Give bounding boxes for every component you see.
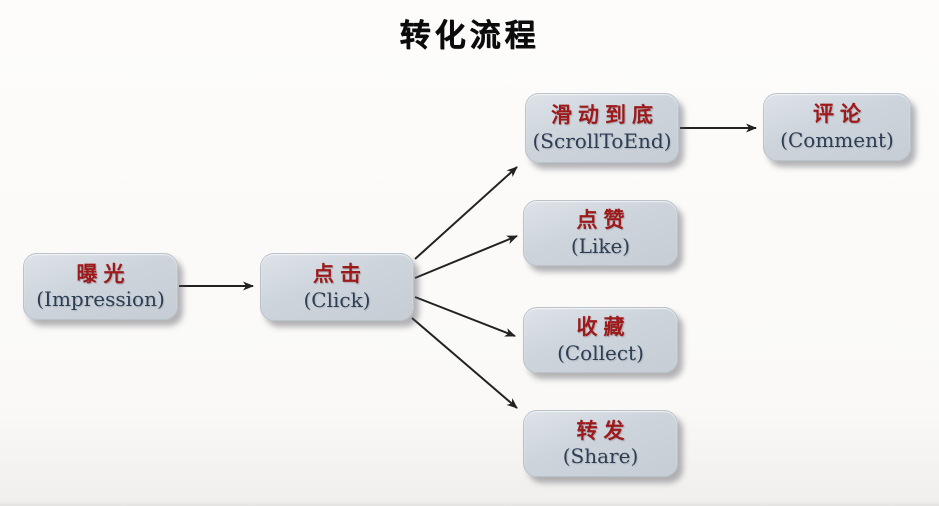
node-collect-label-en: (Collect): [557, 340, 644, 365]
node-collect-label-zh: 收藏: [576, 314, 631, 340]
node-click-label-zh: 点击: [313, 261, 367, 287]
node-impression: 曝光 (Impression): [23, 253, 178, 320]
node-share: 转发 (Share): [523, 410, 678, 477]
node-like-label-en: (Like): [570, 233, 631, 258]
node-impression-label-zh: 曝光: [76, 260, 131, 286]
node-click-label-en: (Click): [303, 287, 371, 312]
node-scroll-to-end-label-zh: 滑动到底: [551, 102, 659, 128]
node-like: 点赞 (Like): [523, 200, 678, 266]
node-click: 点击 (Click): [260, 253, 414, 321]
node-share-label-en: (Share): [562, 444, 639, 469]
arrow-click-to-scrolltoend: [414, 166, 518, 260]
node-scroll-to-end: 滑动到底 (ScrollToEnd): [525, 93, 679, 163]
node-comment-label-en: (Comment): [780, 127, 894, 152]
node-collect: 收藏 (Collect): [523, 307, 678, 373]
node-impression-label-en: (Impression): [36, 287, 165, 312]
node-share-label-zh: 转发: [576, 417, 631, 443]
arrow-click-to-like: [414, 235, 518, 279]
node-scroll-to-end-label-en: (ScrollToEnd): [532, 128, 672, 153]
diagram-title: 转化流程: [399, 18, 540, 54]
arrow-click-to-collect: [414, 296, 516, 337]
node-comment: 评论 (Comment): [763, 93, 911, 161]
node-like-label-zh: 点赞: [576, 207, 631, 233]
arrow-click-to-share: [411, 317, 518, 409]
node-comment-label-zh: 评论: [813, 101, 867, 127]
